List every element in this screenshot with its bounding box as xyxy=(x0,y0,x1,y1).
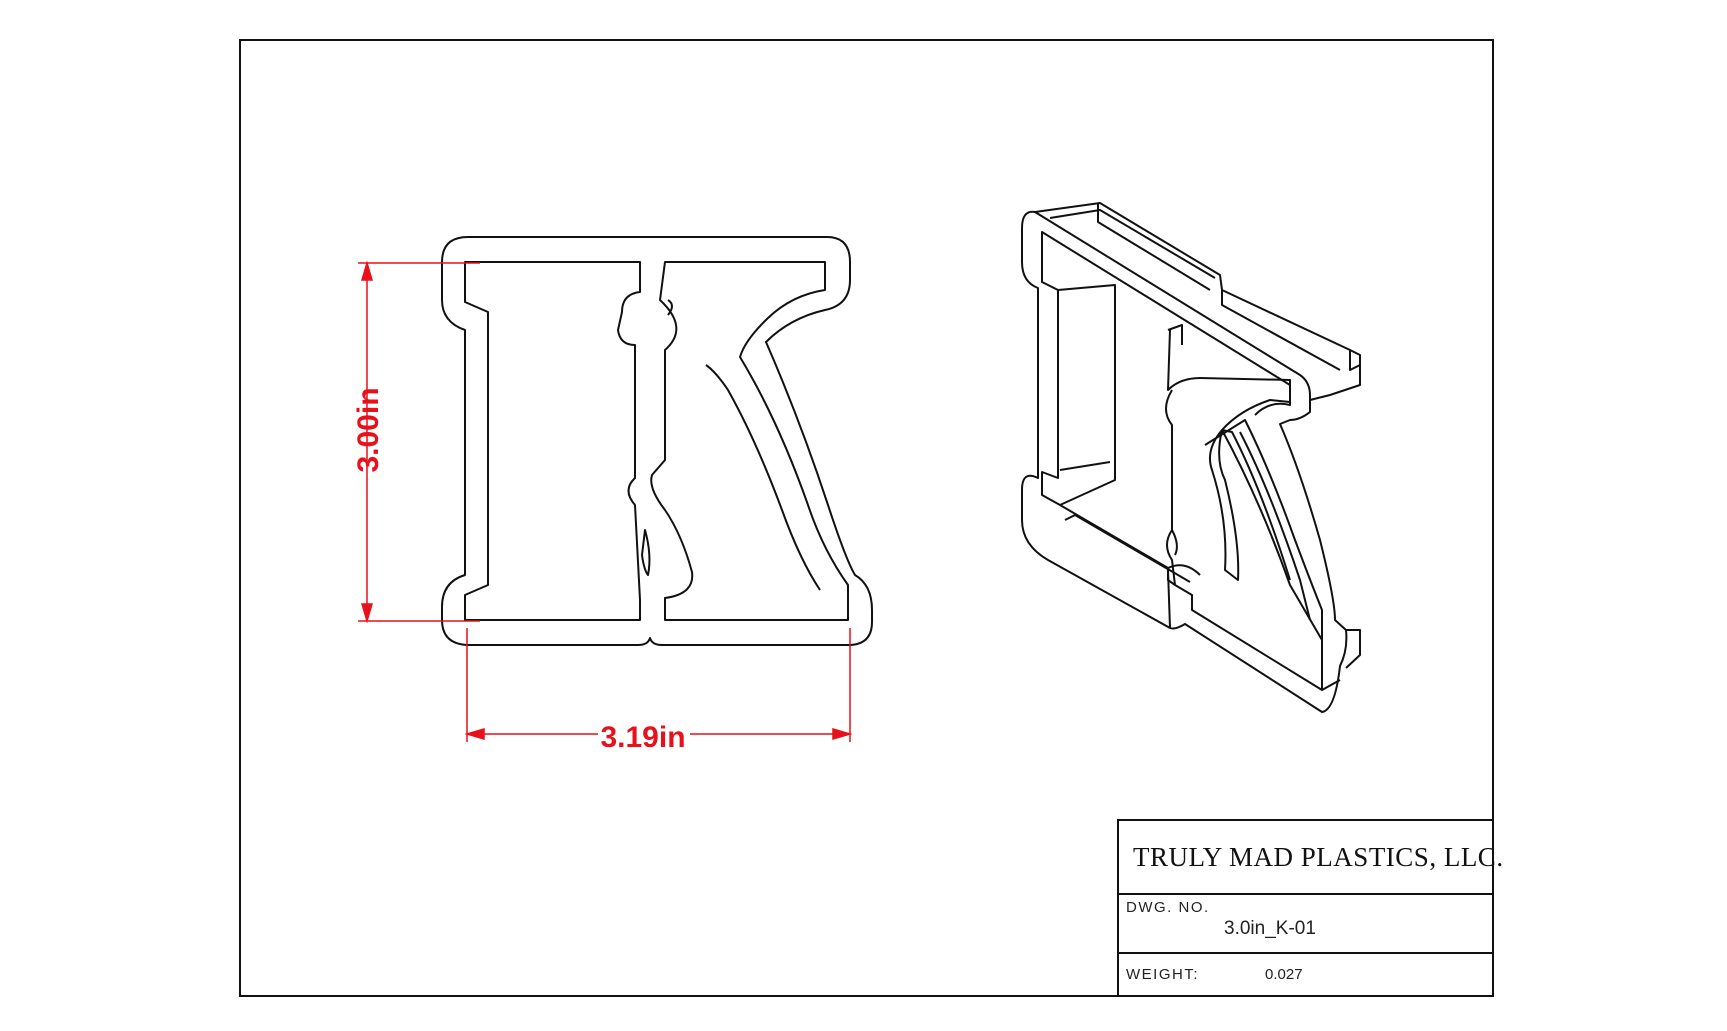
dwg-no-label: DWG. NO. xyxy=(1126,899,1210,916)
dimension-height xyxy=(358,260,480,624)
inner-arm xyxy=(650,261,849,621)
weight-value: 0.027 xyxy=(1265,966,1303,983)
title-block xyxy=(1117,819,1494,997)
dwg-no-value: 3.0in_K-01 xyxy=(1224,918,1316,939)
width-dimension-label: 3.19in xyxy=(600,721,685,754)
sheet-border xyxy=(239,39,1494,997)
height-dimension-label: 3.00in xyxy=(352,387,385,472)
company-name: TRULY MAD PLASTICS, LLC. xyxy=(1133,842,1504,872)
dimension-width xyxy=(464,628,853,742)
weight-label: WEIGHT: xyxy=(1126,966,1199,983)
isometric-view-letter-k xyxy=(1021,202,1361,713)
inner-stem xyxy=(464,261,641,621)
front-view-letter-k xyxy=(441,236,873,646)
outer-outline xyxy=(441,236,873,646)
